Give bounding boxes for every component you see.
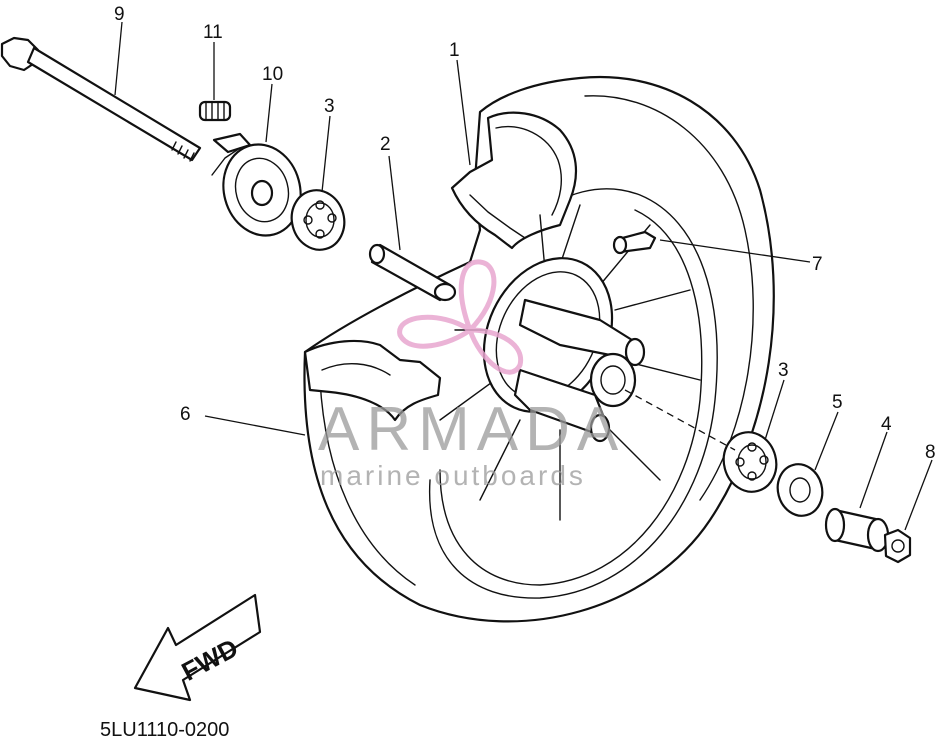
axle-shaft: [0, 36, 202, 162]
forward-direction-arrow: [133, 593, 262, 702]
armada-logo-mark: [397, 259, 524, 375]
oil-seal: [776, 463, 824, 517]
valve-stem: [612, 230, 657, 255]
callout-collar-small: 11: [203, 22, 223, 43]
spacer-tube: [368, 243, 457, 302]
watermark-brand: ARMADA: [318, 395, 625, 464]
callout-oil-seal: 5: [832, 392, 843, 413]
callout-spacer: 2: [380, 134, 391, 155]
wheel-hub: [482, 257, 646, 443]
callout-bearing-left: 3: [324, 96, 335, 117]
bearing-right: [722, 431, 778, 493]
callout-tire: 1: [449, 40, 460, 61]
callout-valve: 7: [812, 254, 823, 275]
callout-nut: 8: [925, 442, 936, 463]
collar-right: [824, 507, 890, 553]
tire-cutaway-top: [450, 111, 577, 250]
callout-leaders: [114, 21, 933, 531]
axle-nut: [883, 528, 912, 564]
callout-bearing-right: 3: [778, 360, 789, 381]
gear-unit: [211, 132, 302, 237]
tire-cutaway-bottom: [303, 339, 442, 422]
callout-collar: 4: [881, 414, 892, 435]
callout-gear-unit: 10: [262, 64, 283, 85]
collar-small: [198, 100, 232, 122]
bearing-left: [290, 189, 346, 251]
callout-wheel: 6: [180, 404, 191, 425]
callout-axle: 9: [114, 4, 125, 25]
watermark-tagline: marine outboards: [320, 460, 586, 491]
part-code: 5LU1110-0200: [100, 719, 229, 741]
axle-centerline: [624, 389, 736, 451]
